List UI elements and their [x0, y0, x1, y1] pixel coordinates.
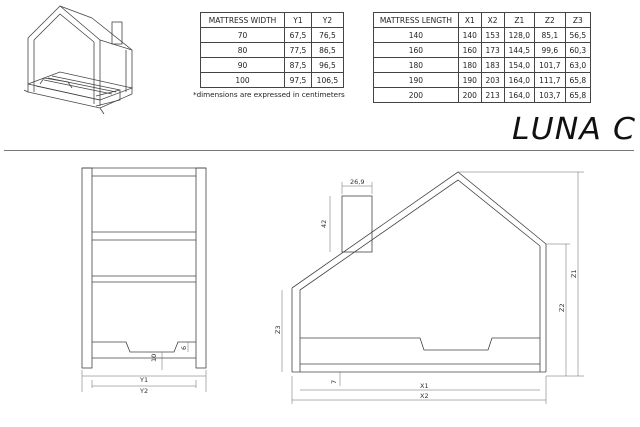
table-row: 140 140 153 128,0 85,1 56,5 — [373, 27, 592, 43]
table-row: 70 67,5 76,5 — [199, 27, 345, 43]
table-row: 90 87,5 96,5 — [199, 57, 345, 73]
dim-small: 10 — [150, 354, 158, 362]
table-row: 100 97,5 106,5 — [199, 72, 345, 88]
dim-z1: Z1 — [570, 269, 578, 278]
table-cell: 213 — [480, 87, 505, 103]
dim-z3: Z3 — [274, 325, 282, 334]
dim-y1: Y1 — [139, 376, 148, 384]
dim-side: 6 — [180, 346, 188, 350]
table-row: 80 77,5 86,5 — [199, 42, 345, 58]
dim-z2: Z2 — [558, 303, 566, 312]
table-header-cell: Y2 — [310, 12, 345, 28]
table-row: 190 190 203 164,0 111,7 65,8 — [373, 72, 592, 88]
dim-chimney-width: 26,9 — [350, 178, 364, 186]
dim-x2: X2 — [420, 392, 429, 400]
mattress-length-table: MATTRESS LENGTH X1 X2 Z1 Z2 Z3 140 140 1… — [373, 12, 592, 103]
product-title: LUNA C — [512, 112, 637, 147]
dim-leg: 7 — [330, 380, 338, 384]
table-cell: 106,5 — [310, 72, 345, 88]
table-cell: 100 — [199, 72, 286, 88]
table-cell: 65,8 — [564, 87, 592, 103]
dim-x1: X1 — [420, 382, 429, 390]
table-row: 200 200 213 164,0 103,7 65,8 — [373, 87, 592, 103]
divider-line — [4, 150, 634, 151]
dim-y2: Y2 — [139, 387, 148, 395]
mattress-width-table: MATTRESS WIDTH Y1 Y2 70 67,5 76,5 80 77,… — [199, 12, 345, 88]
side-view: 26,9 42 X1 X2 Z1 Z2 Z3 7 — [274, 171, 584, 404]
dim-chimney-height: 42 — [320, 220, 328, 228]
units-note: *dimensions are expressed in centimeters — [193, 90, 345, 99]
front-view: Y1 Y2 10 6 — [81, 167, 207, 395]
table-cell: 200 — [373, 87, 459, 103]
